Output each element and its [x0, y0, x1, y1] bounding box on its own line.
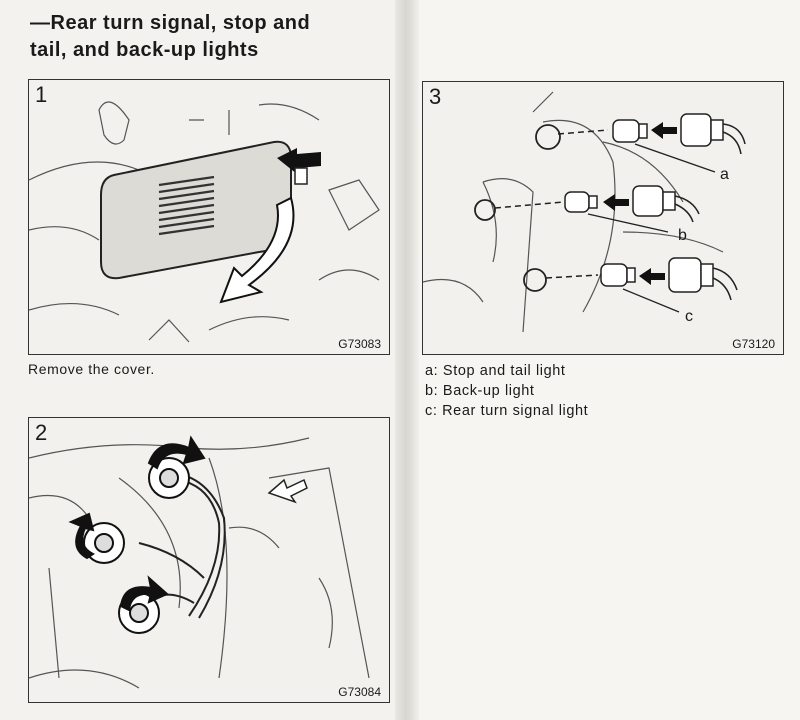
heading-line-2: tail, and back-up lights: [30, 39, 259, 61]
leader-a: [634, 143, 716, 173]
step-number: 1: [35, 82, 48, 107]
pull-arrow: [219, 196, 295, 304]
wire-bundle: [138, 472, 226, 619]
bulb-a: [612, 119, 648, 143]
figure-1: 1 G73083: [28, 79, 390, 355]
step-number: 3: [429, 84, 442, 109]
step-number: 2: [35, 420, 48, 445]
section-heading: —Rear turn signal, stop and tail, and ba…: [30, 10, 310, 64]
push-arrow: [277, 148, 321, 174]
socket-a: [680, 113, 746, 155]
figure-code: G73083: [336, 337, 383, 351]
bulb-c: [600, 263, 636, 287]
socket-c: [668, 257, 738, 301]
callout-a: a: [720, 166, 729, 183]
bulb-b: [564, 191, 598, 213]
legend-item-c: c: Rear turn signal light: [425, 403, 589, 419]
callout-b: b: [678, 227, 687, 244]
bulb-legend: a: Stop and tail light b: Back-up light …: [425, 361, 588, 421]
leader-b: [587, 213, 669, 233]
socket-middle: [68, 512, 125, 564]
figure-3: 3: [422, 81, 784, 355]
insert-arrow-c: [639, 268, 665, 285]
heading-line-1: —Rear turn signal, stop and: [30, 12, 311, 34]
legend-item-a: a: Stop and tail light: [425, 363, 566, 379]
figure-code: G73084: [336, 685, 383, 699]
bulb-hole-c: [523, 268, 547, 292]
socket-b: [632, 185, 700, 223]
bulb-location-illustration: [423, 91, 746, 333]
socket-bottom: [118, 575, 169, 634]
bulb-hole-a: [535, 124, 561, 150]
bulb-socket-removal-illustration: [29, 435, 370, 689]
book-gutter: [395, 0, 419, 720]
figure-1-caption: Remove the cover.: [28, 361, 155, 377]
insert-arrow-a: [651, 122, 677, 139]
figure-code: G73120: [730, 337, 777, 351]
callout-c: c: [685, 308, 693, 325]
cover-removal-illustration: [29, 101, 380, 343]
insert-arrow-b: [603, 194, 629, 211]
legend-item-b: b: Back-up light: [425, 383, 535, 399]
leader-c: [622, 288, 680, 313]
socket-top: [147, 435, 206, 499]
bulb-hole-b: [474, 199, 496, 221]
light-cover-shape: [100, 140, 292, 280]
figure-2: 2 G73084: [28, 417, 390, 703]
